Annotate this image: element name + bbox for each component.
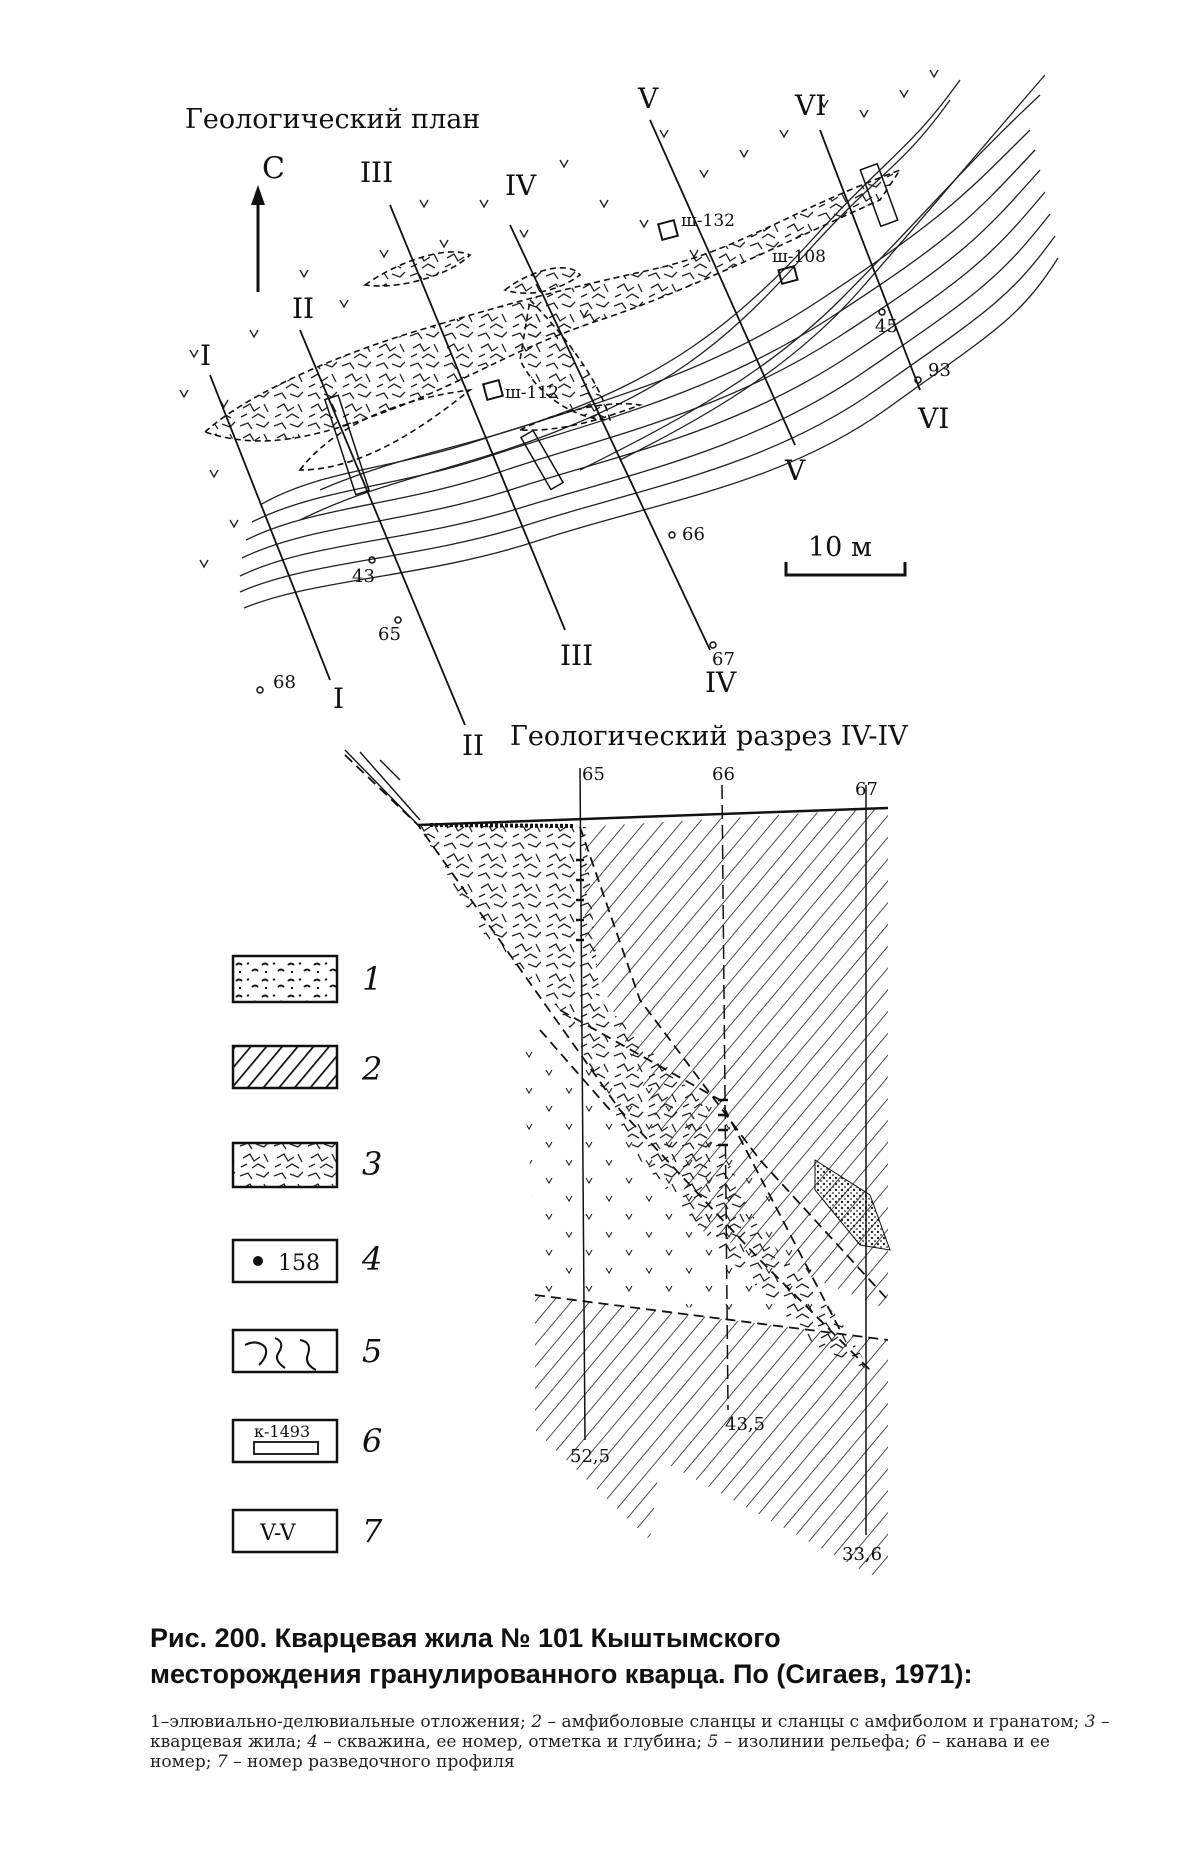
legend-item-6: к-1493 6 xyxy=(231,1418,382,1464)
section-well-66-depth: 43,5 xyxy=(725,1414,765,1435)
plan-title: Геологический план xyxy=(185,104,480,135)
profile-labels: I I II II III III IV IV V V VI VI xyxy=(200,82,949,762)
plan-map: Геологический план С xyxy=(179,69,1059,762)
legend-number-3: 3 xyxy=(362,1145,382,1183)
caption-item-3-text: кварцевая жила; xyxy=(150,1732,302,1752)
caption-item-7-num: 7 xyxy=(216,1752,228,1772)
legend-item-2: 2 xyxy=(231,1044,382,1090)
section-well-66: 66 xyxy=(712,764,735,785)
well-66: 66 xyxy=(682,524,705,545)
trenches xyxy=(323,162,899,496)
legend-item-4: 158 4 xyxy=(231,1238,382,1284)
profile-lines xyxy=(209,119,921,726)
caption-item-1-num: 1 xyxy=(150,1712,161,1732)
caption-item-4-text: скважина, ее номер, отметка и глубина; xyxy=(337,1732,703,1752)
shaft-108: ш-108 xyxy=(772,247,826,267)
figure-caption: Рис. 200. Кварцевая жила № 101 Кыштымско… xyxy=(150,1620,1110,1772)
scale-label: 10 м xyxy=(808,532,872,563)
legend-number-7: 7 xyxy=(362,1512,383,1550)
well-43: 43 xyxy=(352,566,375,587)
caption-item-2-text: амфиболовые сланцы и сланцы с амфиболом … xyxy=(561,1712,1080,1732)
legend-number-2: 2 xyxy=(361,1050,382,1088)
plan-shafts: ш-112 ш-132 ш-108 xyxy=(481,211,826,403)
legend-number-6: 6 xyxy=(362,1422,382,1460)
profile-iv-start: IV xyxy=(505,169,537,202)
legend-number-5: 5 xyxy=(362,1332,382,1370)
caption-title-line1: Рис. 200. Кварцевая жила № 101 Кыштымско… xyxy=(150,1623,781,1653)
section-well-67: 67 xyxy=(855,779,878,800)
profile-iii-start: III xyxy=(360,156,393,189)
caption-item-4-num: 4 xyxy=(307,1732,318,1752)
legend-item-1: 1 xyxy=(231,954,382,1004)
caption-item-6-num: 6 xyxy=(915,1732,927,1752)
caption-legend-text: 1–элювиально-делювиальные отложения; 2 –… xyxy=(150,1712,1110,1772)
legend-number-1: 1 xyxy=(362,960,382,998)
well-65: 65 xyxy=(378,624,401,645)
caption-item-6-text: канава и ее номер; xyxy=(150,1732,1050,1772)
legend-text-6: к-1493 xyxy=(254,1422,310,1441)
country-rock-marks xyxy=(179,69,939,569)
well-67: 67 xyxy=(712,649,735,670)
profile-iv-end: IV xyxy=(705,666,737,699)
section-well-65: 65 xyxy=(582,764,605,785)
legend-item-7: V-V 7 xyxy=(231,1508,383,1554)
legend: 1 2 3 158 4 5 к-1493 6 V-V xyxy=(231,954,383,1554)
caption-title-line2: месторождения гранулированного кварца. П… xyxy=(150,1659,973,1689)
profile-ii-start: II xyxy=(292,292,314,325)
profile-ii-end: II xyxy=(462,729,484,762)
legend-item-5: 5 xyxy=(231,1328,382,1374)
section-title: Геологический разрез IV-IV xyxy=(510,721,908,752)
legend-number-4: 4 xyxy=(361,1240,382,1278)
profile-i-end: I xyxy=(333,682,344,715)
section-well-65-depth: 52,5 xyxy=(570,1446,610,1467)
profile-i-start: I xyxy=(200,339,211,372)
caption-item-5-num: 5 xyxy=(707,1732,719,1752)
profile-v-end: V xyxy=(784,454,806,487)
profile-vi-end: VI xyxy=(917,402,949,435)
well-68: 68 xyxy=(273,672,296,693)
section-well-labels: 65 52,5 66 43,5 67 33,6 xyxy=(570,764,882,1565)
section-wells xyxy=(576,767,867,1535)
well-45: 45 xyxy=(875,316,898,337)
scale-bar: 10 м xyxy=(784,532,907,577)
profile-vi-start: VI xyxy=(794,89,826,122)
caption-item-3-num: 3 xyxy=(1084,1712,1096,1732)
geological-figure: Геологический план С xyxy=(179,69,1059,1575)
cross-section: Геологический разрез IV-IV xyxy=(344,721,908,1575)
north-label: С xyxy=(262,151,285,186)
legend-text-7: V-V xyxy=(259,1521,297,1546)
legend-item-3: 3 xyxy=(231,1141,382,1189)
relief-isolines xyxy=(239,74,1059,609)
caption-item-2-num: 2 xyxy=(531,1712,543,1732)
caption-item-5-text: изолинии рельефа; xyxy=(737,1732,911,1752)
section-well-67-depth: 33,6 xyxy=(842,1544,882,1565)
legend-text-4: 158 xyxy=(278,1251,320,1276)
caption-title: Рис. 200. Кварцевая жила № 101 Кыштымско… xyxy=(150,1620,1110,1692)
caption-item-7-text: номер разведочного профиля xyxy=(247,1752,515,1772)
shaft-112: ш-112 xyxy=(505,383,559,403)
plan-wells: 43 65 66 67 68 45 93 xyxy=(256,308,951,694)
well-93: 93 xyxy=(928,360,951,381)
caption-item-1-text: элювиально-делювиальные отложения; xyxy=(169,1712,526,1732)
north-arrow: С xyxy=(251,151,285,292)
profile-iii-end: III xyxy=(560,639,593,672)
shaft-132: ш-132 xyxy=(681,211,735,231)
profile-v-start: V xyxy=(637,82,659,115)
